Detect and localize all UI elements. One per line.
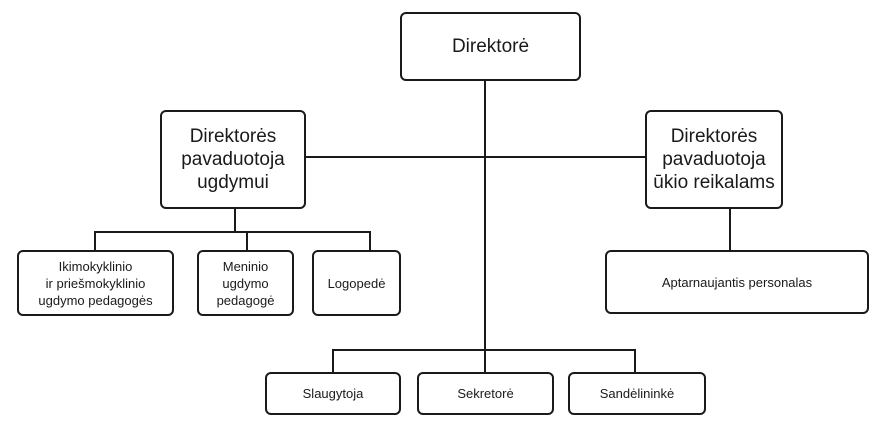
node-secretary: Sekretorė: [417, 372, 554, 415]
node-service-staff: Aptarnaujantis personalas: [605, 250, 869, 314]
node-speech-therapist: Logopedė: [312, 250, 401, 316]
node-preschool-teachers: Ikimokyklinio ir priešmokyklinio ugdymo …: [17, 250, 174, 316]
education-bracket: [94, 231, 371, 250]
node-art-teacher: Meninio ugdymo pedagogė: [197, 250, 294, 316]
node-nurse: Slaugytoja: [265, 372, 401, 415]
node-deputy-facilities: Direktorės pavaduotoja ūkio reikalams: [645, 110, 783, 209]
node-director: Direktorė: [400, 12, 581, 81]
node-deputy-education: Direktorės pavaduotoja ugdymui: [160, 110, 306, 209]
node-storekeeper: Sandėlininkė: [568, 372, 706, 415]
